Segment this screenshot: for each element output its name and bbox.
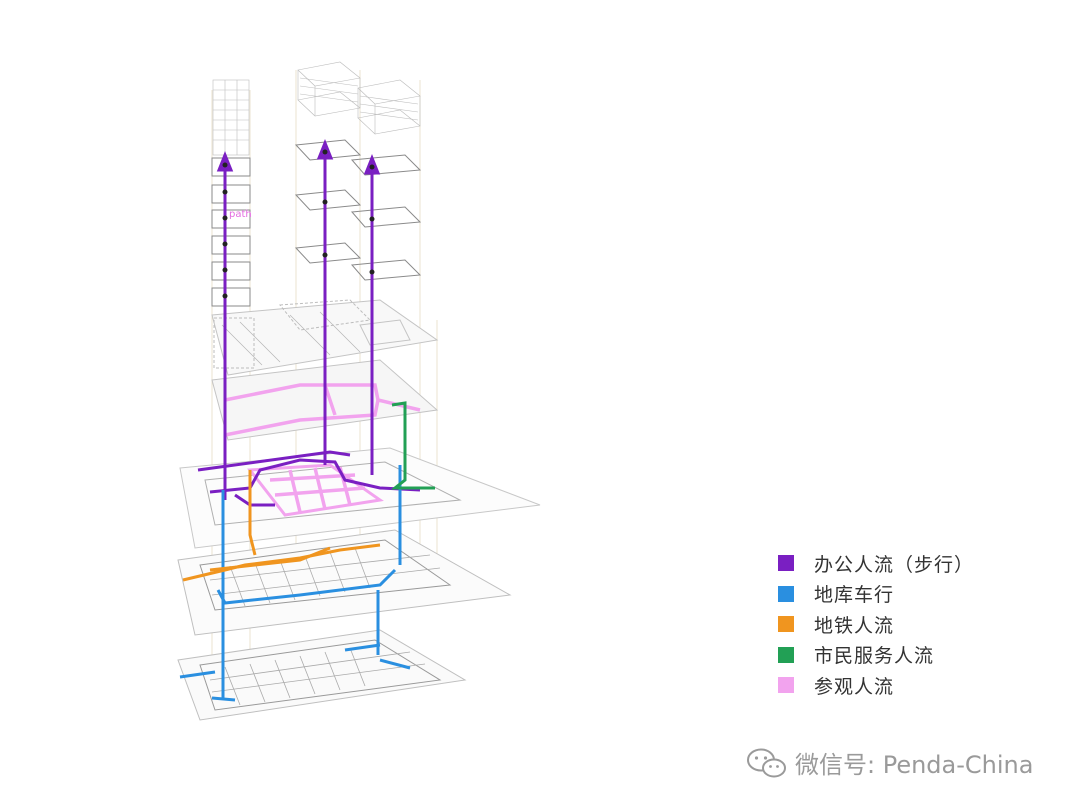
subway-pedestrian-flow-path [182, 470, 381, 582]
civic-service-flow-path [390, 401, 435, 490]
node-markers [222, 149, 375, 299]
path-annotation: path [229, 209, 252, 220]
legend: 办公人流（步行） 地库车行 地铁人流 市民服务人流 参观人流 [778, 548, 974, 701]
legend-label: 地铁人流 [814, 614, 895, 637]
watermark-text: 微信号: Penda-China [795, 751, 1034, 779]
basement-level-1-slab [177, 529, 512, 636]
legend-swatch [778, 646, 794, 663]
legend-swatch [778, 677, 794, 694]
legend-label: 市民服务人流 [814, 645, 935, 668]
right-towers-floors [294, 61, 422, 281]
legend-item-visitor-flow: 参观人流 [778, 670, 974, 701]
legend-item-office-flow: 办公人流（步行） [778, 548, 974, 579]
legend-swatch [778, 555, 794, 572]
legend-item-subway-flow: 地铁人流 [778, 609, 974, 640]
parking-vehicle-flow-path [179, 465, 411, 702]
wechat-icon [747, 748, 786, 777]
legend-label: 参观人流 [814, 675, 895, 698]
legend-swatch [778, 616, 794, 633]
legend-label: 地库车行 [814, 584, 895, 607]
legend-swatch [778, 585, 794, 602]
watermark: 微信号: Penda-China [745, 745, 1033, 780]
legend-label: 办公人流（步行） [814, 553, 975, 576]
left-tower-floors [211, 79, 251, 307]
basement-level-2-slab [177, 629, 467, 721]
legend-item-parking-flow: 地库车行 [778, 579, 974, 610]
legend-item-civic-flow: 市民服务人流 [778, 640, 974, 671]
visitor-flow-path [224, 383, 421, 517]
